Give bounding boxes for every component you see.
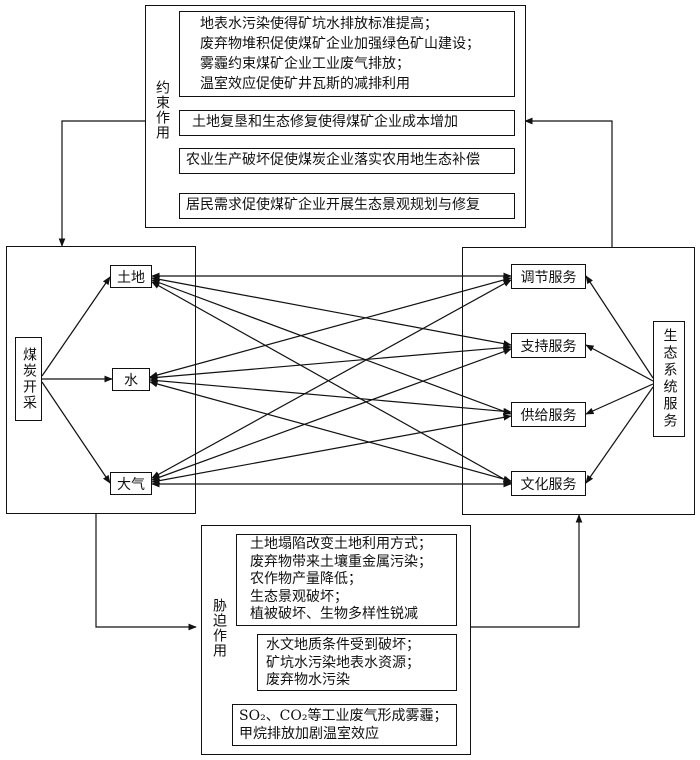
stress-label: 胁迫作用 bbox=[211, 598, 227, 658]
stress-water-item-3: 废弃物水污染 bbox=[266, 672, 350, 688]
ecosystem-service-node: 生态系统服务 bbox=[653, 321, 685, 437]
element-air: 大气 bbox=[110, 472, 152, 495]
mining-arrow-to-land bbox=[41, 276, 111, 377]
constraint-item-1: 地表水污染使得矿坑水排放标准提高； bbox=[200, 16, 438, 32]
constraint-item-3: 雾霾约束煤矿企业工业废气排放； bbox=[200, 56, 410, 72]
ecosystem-arrow-to-culture bbox=[585, 386, 654, 484]
stress-water-item-2: 矿坑水污染地表水资源； bbox=[266, 654, 420, 671]
service-culture-label: 文化服务 bbox=[520, 476, 577, 493]
constraint-residents-text: 居民需求促使煤矿企业开展生态景观规划与修复 bbox=[186, 197, 480, 213]
link-land-provision bbox=[151, 279, 512, 415]
constraint-label: 约束作用 bbox=[154, 80, 170, 140]
stress-land-item-4: 生态景观破坏； bbox=[250, 588, 348, 605]
constraint-arrow-to-mining bbox=[58, 120, 145, 247]
constraint-box-land-reclamation: 土地复垦和生态修复使得煤矿企业成本增加 bbox=[179, 110, 515, 136]
constraint-box-pollution: 地表水污染使得矿坑水排放标准提高； 废弃物堆积促使煤矿企业加强绿色矿山建设； 雾… bbox=[179, 11, 515, 97]
link-land-culture bbox=[151, 281, 512, 484]
service-regulation: 调节服务 bbox=[511, 264, 586, 289]
ecosystem-arrow-to-support bbox=[585, 344, 654, 382]
element-water-label: 水 bbox=[124, 372, 138, 389]
ecosystem-service-label: 生态系统服务 bbox=[661, 328, 678, 430]
stress-air-item-1: SO₂、CO₂等工业废气形成雾霾； bbox=[239, 708, 448, 724]
element-land-label: 土地 bbox=[117, 269, 145, 286]
stress-water-item-1: 水文地质条件受到破坏； bbox=[266, 637, 420, 653]
constraint-agriculture-text: 农业生产破坏促使煤炭企业落实农用地生态补偿 bbox=[186, 152, 480, 168]
service-support: 支持服务 bbox=[511, 333, 586, 358]
service-regulation-label: 调节服务 bbox=[520, 269, 577, 286]
service-support-label: 支持服务 bbox=[520, 338, 577, 355]
link-air-regulation bbox=[151, 279, 512, 479]
constraint-box-agriculture: 农业生产破坏促使煤炭企业落实农用地生态补偿 bbox=[179, 148, 515, 174]
stress-arrow-to-ecosystem bbox=[470, 514, 583, 628]
ecosystem-arrow-to-provision bbox=[585, 383, 654, 415]
constraint-land-reclamation-text: 土地复垦和生态修复使得煤矿企业成本增加 bbox=[192, 114, 458, 130]
constraint-item-4: 温室效应促使矿井瓦斯的减排利用 bbox=[200, 76, 410, 92]
link-air-support bbox=[151, 348, 512, 481]
stress-air-item-2: 甲烷排放加剧温室效应 bbox=[239, 726, 379, 742]
mining-frame bbox=[6, 246, 196, 514]
element-land: 土地 bbox=[110, 265, 152, 288]
coal-mining-node: 煤炭开采 bbox=[15, 337, 42, 421]
ecosystem-arrow-to-regulation bbox=[585, 275, 654, 379]
ecosystem-arrow-to-constraint bbox=[524, 117, 613, 247]
service-culture: 文化服务 bbox=[511, 471, 586, 496]
stress-land-item-1: 土地塌陷改变土地利用方式； bbox=[250, 536, 432, 552]
link-air-provision bbox=[151, 414, 512, 484]
stress-box-air: SO₂、CO₂等工业废气形成雾霾； 甲烷排放加剧温室效应 bbox=[232, 704, 457, 746]
service-provision: 供给服务 bbox=[511, 402, 586, 427]
link-water-provision bbox=[149, 377, 512, 415]
coal-mining-label: 煤炭开采 bbox=[21, 347, 37, 411]
ecosystem-frame bbox=[462, 247, 695, 515]
mining-arrow-to-stress bbox=[95, 513, 197, 631]
element-air-label: 大气 bbox=[117, 476, 145, 493]
stress-land-item-5: 植被破坏、生物多样性锐减 bbox=[250, 606, 418, 622]
link-water-culture bbox=[149, 380, 512, 483]
stress-land-item-2: 废弃物带来土壤重金属污染； bbox=[250, 553, 432, 570]
stress-box-land: 土地塌陷改变土地利用方式； 废弃物带来土壤重金属污染； 农作物产量降低； 生态景… bbox=[236, 534, 457, 626]
stress-box-water: 水文地质条件受到破坏； 矿坑水污染地表水资源； 废弃物水污染 bbox=[257, 634, 457, 691]
stress-land-item-3: 农作物产量降低； bbox=[250, 571, 362, 587]
mining-arrow-to-air bbox=[41, 381, 111, 484]
service-provision-label: 供给服务 bbox=[520, 407, 577, 424]
constraint-item-2: 废弃物堆积促使煤矿企业加强绿色矿山建设； bbox=[200, 36, 480, 52]
constraint-box-residents: 居民需求促使煤矿企业开展生态景观规划与修复 bbox=[179, 193, 515, 219]
element-water: 水 bbox=[112, 368, 150, 391]
